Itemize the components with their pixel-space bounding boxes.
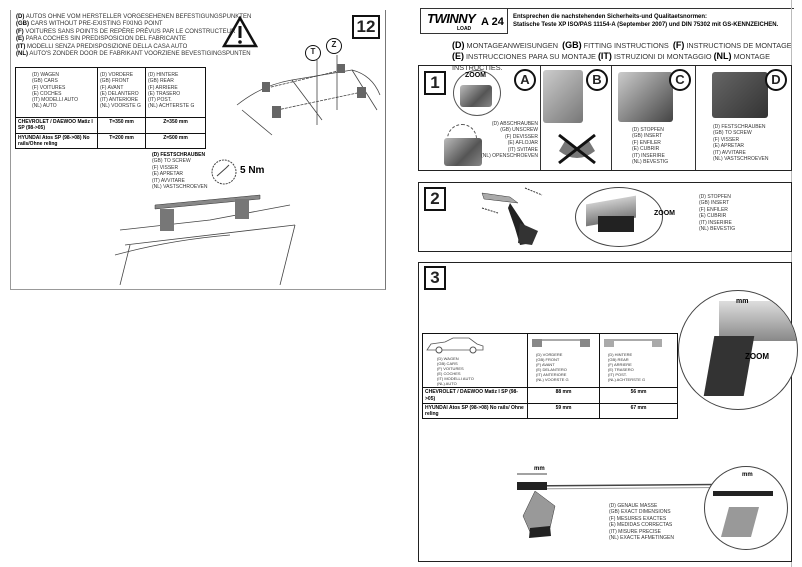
left-fitting-table: (D) WAGEN(GB) CARS(F) VOITURES(E) COCHES… bbox=[15, 67, 206, 150]
header-front: (D) VORDERE(GB) FRONT(F) AVANT(E) DELANT… bbox=[97, 67, 146, 118]
step-number-12: 12 bbox=[352, 15, 380, 39]
header-cars: (D) WAGEN(GB) CARS(F) VOITURES(E) COCHES… bbox=[15, 67, 98, 118]
bracket-photo bbox=[444, 138, 482, 166]
step-number-2: 2 bbox=[424, 187, 446, 211]
screw-instructions: (D) FESTSCHRAUBEN (GB) TO SCREW (F) VISS… bbox=[152, 152, 208, 191]
zoom-circle-bar bbox=[704, 466, 788, 550]
unscrew-instructions: (D) ABSCHRAUBEN(GB) UNSCREW(F) DEVISSER(… bbox=[481, 121, 538, 160]
dimensions-instructions: (D) GENAUE MASSE(GB) EXACT DIMENSIONS(F)… bbox=[609, 503, 675, 542]
foot-bar-drawing bbox=[481, 187, 543, 245]
warning-icon bbox=[222, 16, 258, 48]
step-number-1: 1 bbox=[424, 71, 446, 95]
torque-wrench-icon bbox=[211, 159, 237, 185]
notice-line: (E) PARA COCHES SIN PREDISPOSICION DEL F… bbox=[16, 36, 187, 43]
notice-line: (F) VOITURES SANS POINTS DE REPÈRE PRÉVU… bbox=[16, 28, 236, 35]
zoom-label: ZOOM bbox=[465, 72, 486, 79]
hand-photo-d bbox=[712, 72, 768, 118]
step-number-3: 3 bbox=[424, 266, 446, 290]
table-row: HYUNDAI Atos SP (98->08) No rails/ Ohne … bbox=[422, 402, 678, 420]
crossbar-drawing bbox=[516, 473, 781, 538]
panel-label-d: D bbox=[765, 69, 787, 91]
instructions-title: (D) MONTAGEANWEISUNGEN (GB) FITTING INST… bbox=[452, 40, 792, 72]
step-3-panel bbox=[418, 262, 792, 562]
cross-icon bbox=[558, 133, 596, 165]
header-rule bbox=[508, 8, 794, 9]
hand-photo-b bbox=[543, 70, 583, 123]
notice-line: (IT) MODELLI SENZA PREDISPOSIZIONE DELLA… bbox=[16, 43, 188, 50]
step3-fitting-table: (D) WAGEN(GB) CARS(F) VOITURES(E) COCHES… bbox=[422, 332, 678, 420]
divider bbox=[540, 66, 541, 170]
mm-label-bar: mm bbox=[534, 466, 545, 472]
left-page-frame bbox=[10, 10, 386, 290]
torque-value: 5 Nm bbox=[240, 165, 265, 176]
brand-sub: LOAD bbox=[457, 26, 472, 32]
table-row: HYUNDAI Atos SP (98->08) No rails/Ohne r… bbox=[15, 132, 206, 150]
insert-instructions: (D) STOPFEN(GB) INSERT(F) ENFILER(E) CUB… bbox=[632, 127, 669, 166]
header-rear: (D) HINTERE(GB) REAR(F) ARRIERE(E) TRASE… bbox=[145, 67, 206, 118]
front-bar-icon bbox=[532, 339, 590, 347]
mm-label-bar-zoom: mm bbox=[742, 472, 753, 478]
panel-label-c: C bbox=[669, 69, 691, 91]
panel-label-a: A bbox=[514, 69, 536, 91]
brand-logo: TWINNY bbox=[427, 11, 476, 26]
label-t: T bbox=[305, 45, 321, 61]
notice-block: (D) AUTOS OHNE VOM HERSTELLER VORGESEHEN… bbox=[16, 14, 251, 58]
model-name: A 24 bbox=[481, 16, 504, 28]
car-roof-drawing bbox=[236, 55, 381, 136]
table-row: CHEVROLET / DAEWOO Matiz I SP (98->05)88… bbox=[422, 387, 678, 404]
car-bar-drawing bbox=[114, 194, 296, 285]
zoom-label-step2: ZOOM bbox=[654, 210, 675, 217]
notice-line: (GB) CARS WITHOUT PRE-EXISTING FIXING PO… bbox=[16, 21, 163, 28]
brand-logo-box: TWINNY LOAD A 24 bbox=[420, 8, 508, 34]
step-1-panel bbox=[418, 65, 792, 171]
notice-line: (D) AUTOS OHNE VOM HERSTELLER VORGESEHEN… bbox=[16, 14, 252, 20]
header-rear: (D) HINTERE(GB) REAR(F) ARRIERE(E) TRASE… bbox=[599, 332, 678, 389]
insert-instructions-step2: (D) STOPFEN(GB) INSERT(F) ENFILER(E) CUB… bbox=[699, 194, 736, 233]
zoom-ellipse bbox=[575, 187, 663, 247]
zoom-circle-step3 bbox=[678, 290, 798, 410]
screw-instructions-step1: (D) FESTSCHRAUBEN(GB) TO SCREW(F) VISSER… bbox=[713, 124, 769, 163]
mm-label-zoom: mm bbox=[736, 298, 749, 305]
table-row: CHEVROLET / DAEWOO Matiz I SP (98->05)T=… bbox=[15, 117, 206, 134]
label-z: Z bbox=[326, 38, 342, 54]
divider bbox=[611, 66, 612, 170]
hand-photo-c bbox=[618, 72, 673, 122]
standards-line-2: Statische Teste XP ISO/PAS 11154-A (Sept… bbox=[513, 22, 779, 28]
bracket-photo bbox=[460, 85, 492, 107]
header-cars: (D) WAGEN(GB) CARS(F) VOITURES(E) COCHES… bbox=[422, 332, 528, 389]
step-2-panel bbox=[418, 182, 792, 252]
zoom-label-step3: ZOOM bbox=[745, 352, 769, 361]
panel-label-b: B bbox=[586, 69, 608, 91]
zoom-circle bbox=[453, 70, 501, 116]
header-front: (D) VORDERE(GB) FRONT(F) AVANT(E) DELANT… bbox=[527, 332, 600, 389]
rear-bar-icon bbox=[604, 339, 662, 347]
car-icon bbox=[426, 337, 484, 354]
divider bbox=[695, 66, 696, 170]
notice-line: (NL) AUTO'S ZONDER DOOR DE FABRIKANT VOO… bbox=[16, 51, 251, 58]
standards-line-1: Entsprechen die nachstehenden Sicherheit… bbox=[513, 14, 708, 20]
